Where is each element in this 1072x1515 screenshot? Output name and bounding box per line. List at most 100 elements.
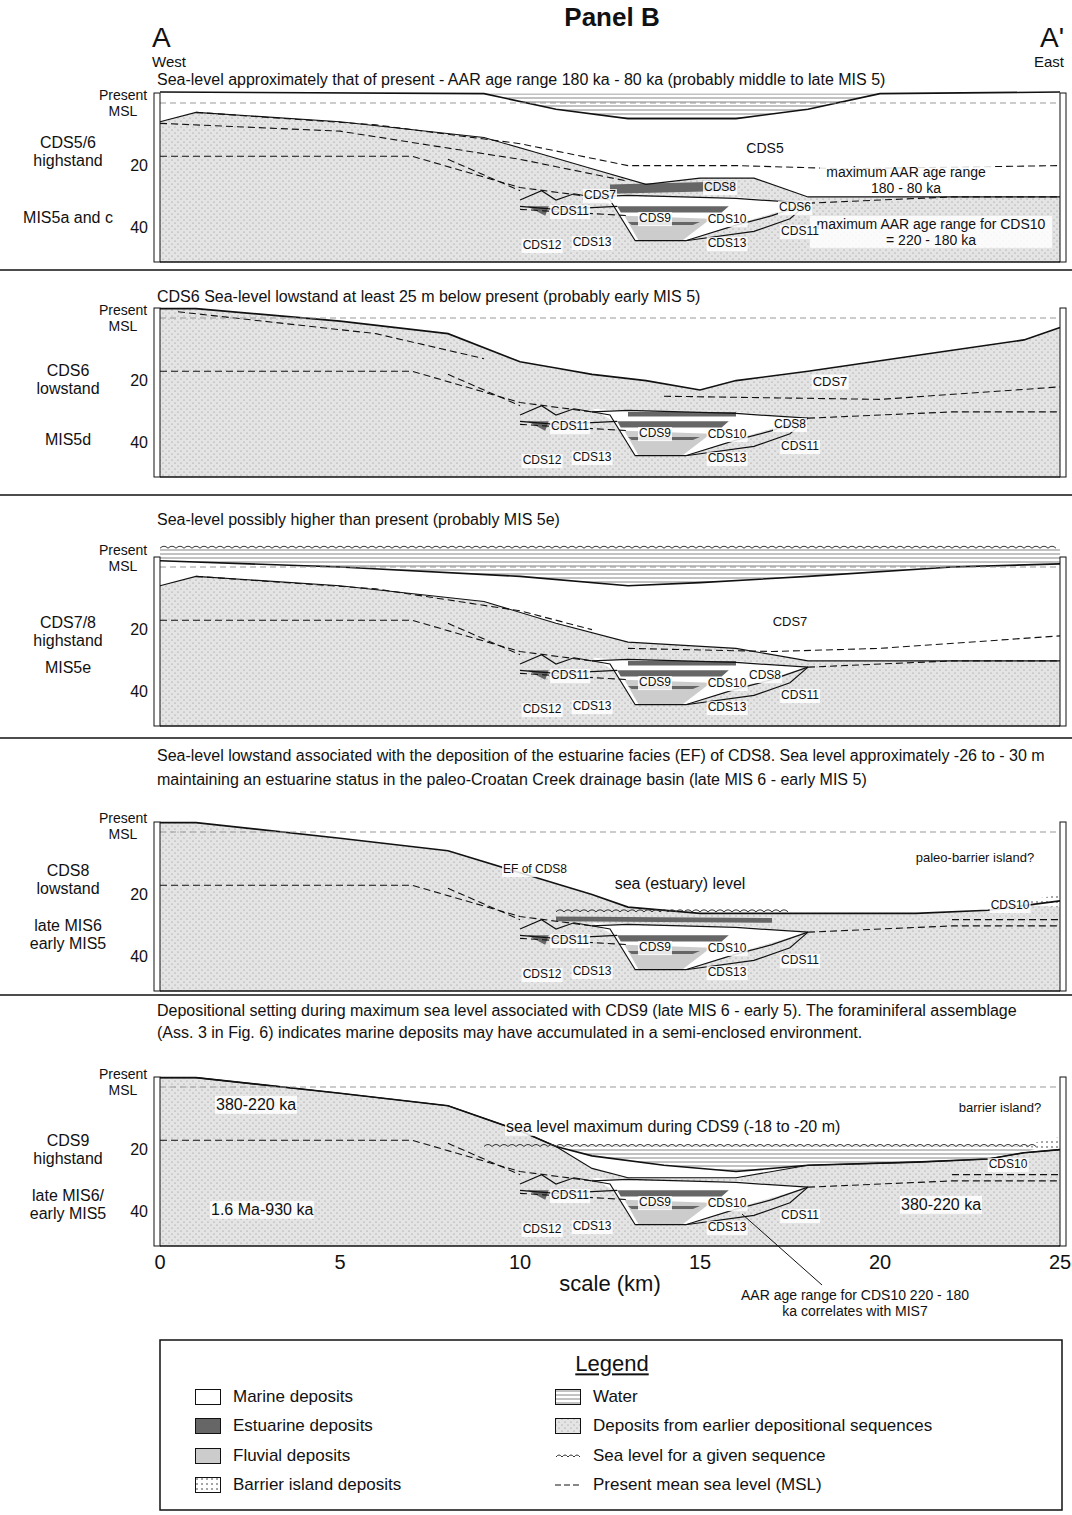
depth-label: 20 <box>130 157 148 175</box>
depth-bar <box>1060 822 1066 991</box>
sequence-boundary <box>196 112 1060 168</box>
msl-label: Present MSL <box>92 810 154 842</box>
legend-symbol <box>555 1389 581 1405</box>
sequence-boundary <box>160 885 592 926</box>
unit-label: CDS10 <box>707 428 748 442</box>
unit-label: CDS7 <box>772 615 809 630</box>
msl-line <box>160 567 1060 568</box>
boundary-line <box>592 924 808 932</box>
panel-divider <box>0 494 1072 496</box>
barrier-fill <box>1017 1137 1060 1150</box>
earlier-deposits <box>160 823 1060 991</box>
legend-swatch <box>195 1418 221 1434</box>
sequence-boundary <box>196 576 592 629</box>
marine-fill <box>592 409 808 456</box>
section-base <box>160 990 1060 992</box>
unit-label: CDS6 <box>778 201 812 215</box>
surface-line <box>160 92 1060 119</box>
sea-level-line <box>484 1144 1036 1146</box>
unit-label: CDS10 <box>990 899 1031 913</box>
legend-swatch <box>195 1448 221 1464</box>
unit-label: CDS13 <box>707 701 748 715</box>
stage-label: CDS6 lowstand <box>22 362 114 399</box>
water-fill <box>160 548 1060 586</box>
panel-heading: Sea-level possibly higher than present (… <box>157 511 560 529</box>
msl-line <box>160 103 1060 104</box>
sequence-boundary <box>952 1174 1060 1175</box>
section-base <box>160 725 1060 727</box>
unit-label: CDS11 <box>780 689 820 703</box>
sequence-boundary <box>160 156 592 197</box>
age-note: AAR age range for CDS10 220 - 180 ka cor… <box>733 1287 978 1319</box>
estuarine-fill <box>617 1190 729 1196</box>
panel-divider <box>0 737 1072 739</box>
sequence-boundary <box>160 371 592 412</box>
unit-label: CDS5 <box>745 140 784 156</box>
age-label: 1.6 Ma-930 ka <box>210 1201 314 1219</box>
stage-label: CDS5/6 highstand <box>22 134 114 171</box>
sequence-boundary <box>808 926 1060 932</box>
axis-tick-label: 5 <box>334 1251 345 1274</box>
legend-item: Fluvial deposits <box>195 1446 350 1466</box>
depth-label: 20 <box>130 1141 148 1159</box>
depth-bar <box>154 822 160 991</box>
unit-label: CDS13 <box>572 236 613 250</box>
depth-bar <box>154 1077 160 1246</box>
legend-text: Deposits from earlier depositional seque… <box>593 1416 932 1436</box>
unit-label: CDS11 <box>550 669 590 683</box>
unit-label: CDS10 <box>988 1158 1029 1172</box>
msl-label: Present MSL <box>92 542 154 574</box>
unit-label: CDS10 <box>707 213 748 227</box>
section-panel <box>154 546 1066 726</box>
depth-bar <box>1060 308 1066 477</box>
diagram-title: Panel B <box>564 3 659 33</box>
unit-label: CDS13 <box>707 966 748 980</box>
unit-label: EF of CDS8 <box>502 863 568 877</box>
boundary-line <box>592 410 808 418</box>
surface-line <box>160 561 1060 586</box>
unit-label: CDS10 <box>707 677 748 691</box>
legend-item: Deposits from earlier depositional seque… <box>555 1416 932 1436</box>
legend-text: Fluvial deposits <box>233 1446 350 1466</box>
marine-fill <box>592 658 808 705</box>
unit-label: CDS12 <box>522 1223 563 1237</box>
direction-label: East <box>1034 53 1064 70</box>
sequence-boundary <box>448 888 520 919</box>
unit-label: CDS10 <box>707 942 748 956</box>
unit-label: CDS12 <box>522 454 563 468</box>
legend-text: Present mean sea level (MSL) <box>593 1475 822 1495</box>
unit-label: CDS9 <box>638 212 672 226</box>
unit-label: CDS11 <box>780 954 820 968</box>
stage-label: MIS5a and c <box>22 209 114 227</box>
estuarine-fill <box>617 421 729 427</box>
boundary-line <box>520 1175 808 1225</box>
estuarine-fill <box>617 935 729 941</box>
legend-item: Sea level for a given sequence <box>555 1446 826 1466</box>
section-base <box>160 261 1060 263</box>
age-label: 380-220 ka <box>900 1196 982 1214</box>
msl-label: Present MSL <box>92 87 154 119</box>
marine-fill <box>592 1178 808 1225</box>
feature-label: barrier island? <box>958 1101 1042 1116</box>
stage-label: MIS5d <box>22 431 114 449</box>
unit-label: CDS12 <box>522 239 563 253</box>
sea-level-line <box>160 546 1056 548</box>
depth-label: 20 <box>130 886 148 904</box>
sequence-boundary <box>160 620 592 661</box>
panel-divider <box>0 994 1072 996</box>
boundary-line <box>520 406 808 456</box>
axis-tick-label: 0 <box>154 1251 165 1274</box>
axis-tick-label: 20 <box>869 1251 891 1274</box>
unit-label: CDS13 <box>572 965 613 979</box>
unit-label: CDS13 <box>572 1220 613 1234</box>
unit-label: CDS13 <box>707 1221 748 1235</box>
unit-label: CDS7 <box>583 189 617 203</box>
sea-level-label: sea (estuary) level <box>614 875 747 893</box>
stage-label: late MIS6/ early MIS5 <box>22 1187 114 1224</box>
marine-fill <box>592 923 808 970</box>
depth-bar <box>154 557 160 726</box>
unit-label: CDS11 <box>780 225 820 239</box>
sequence-boundary <box>448 374 520 405</box>
boundary-line <box>160 112 1060 197</box>
unit-label: CDS11 <box>780 440 820 454</box>
